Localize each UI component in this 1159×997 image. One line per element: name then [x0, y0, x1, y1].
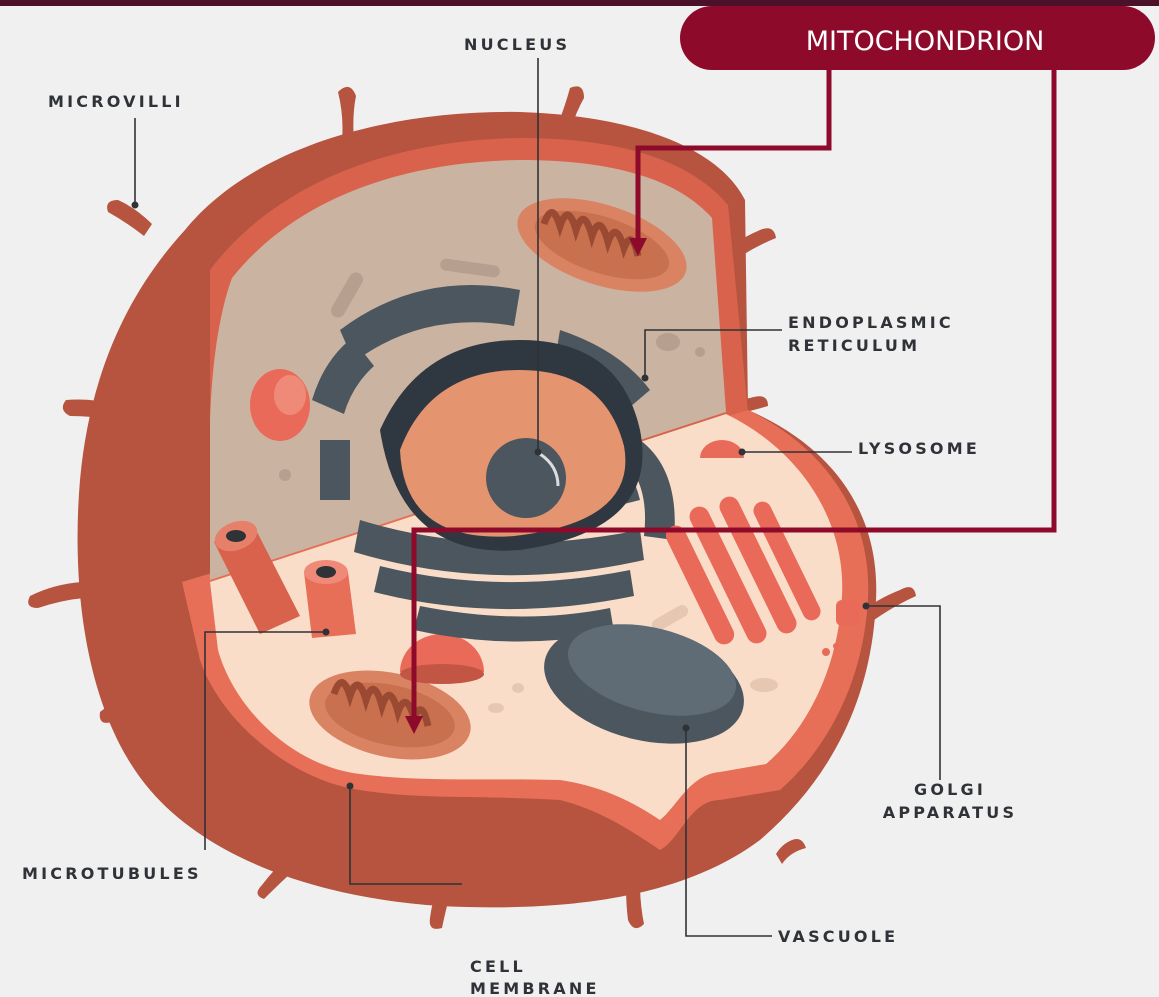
label-microvilli: MICROVILLI — [48, 92, 184, 111]
label-reticulum: RETICULUM — [788, 336, 920, 355]
nucleolus — [486, 438, 566, 518]
label-apparatus: APPARATUS — [883, 803, 1017, 822]
label-cell: CELL — [470, 957, 526, 976]
label-endoplasmic: ENDOPLASMIC — [788, 313, 954, 332]
label-nucleus: NUCLEUS — [464, 35, 570, 54]
label-lysosome: LYSOSOME — [858, 439, 980, 458]
label-vascuole: VASCUOLE — [778, 927, 898, 946]
mitochondrion-label: MITOCHONDRION — [806, 26, 1045, 57]
label-golgi: GOLGI — [914, 780, 986, 799]
label-microtubules: MICROTUBULES — [22, 864, 202, 883]
label-membrane: MEMBRANE — [470, 979, 600, 997]
top-bar — [0, 0, 1159, 6]
